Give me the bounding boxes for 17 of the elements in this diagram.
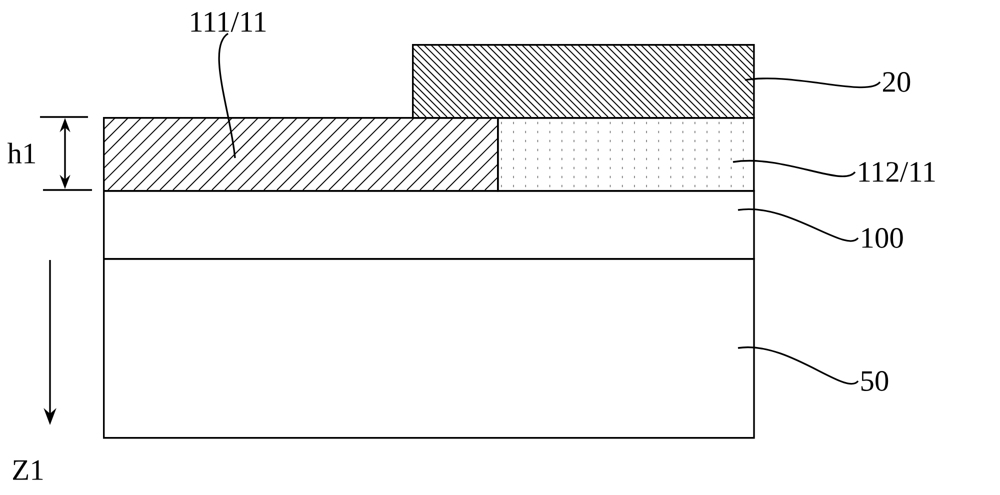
leader-line <box>738 346 858 384</box>
hatched-layer <box>103 117 499 192</box>
axis-label: Z1 <box>13 460 43 480</box>
leader-line <box>218 32 236 158</box>
layer <box>103 190 755 260</box>
axis-label: h1 <box>8 142 35 164</box>
leader-line <box>738 208 858 242</box>
hatched-layer <box>412 44 755 119</box>
callout-number: 20 <box>883 72 910 92</box>
leader-line <box>732 160 856 178</box>
callout-number: 112/11 <box>859 162 935 182</box>
callout-number: 50 <box>861 371 888 391</box>
callout-number: 111/11 <box>191 12 266 32</box>
leader-line <box>744 78 880 88</box>
dotted-layer <box>497 117 755 192</box>
callout-number: 100 <box>862 228 903 248</box>
layer <box>103 258 755 439</box>
